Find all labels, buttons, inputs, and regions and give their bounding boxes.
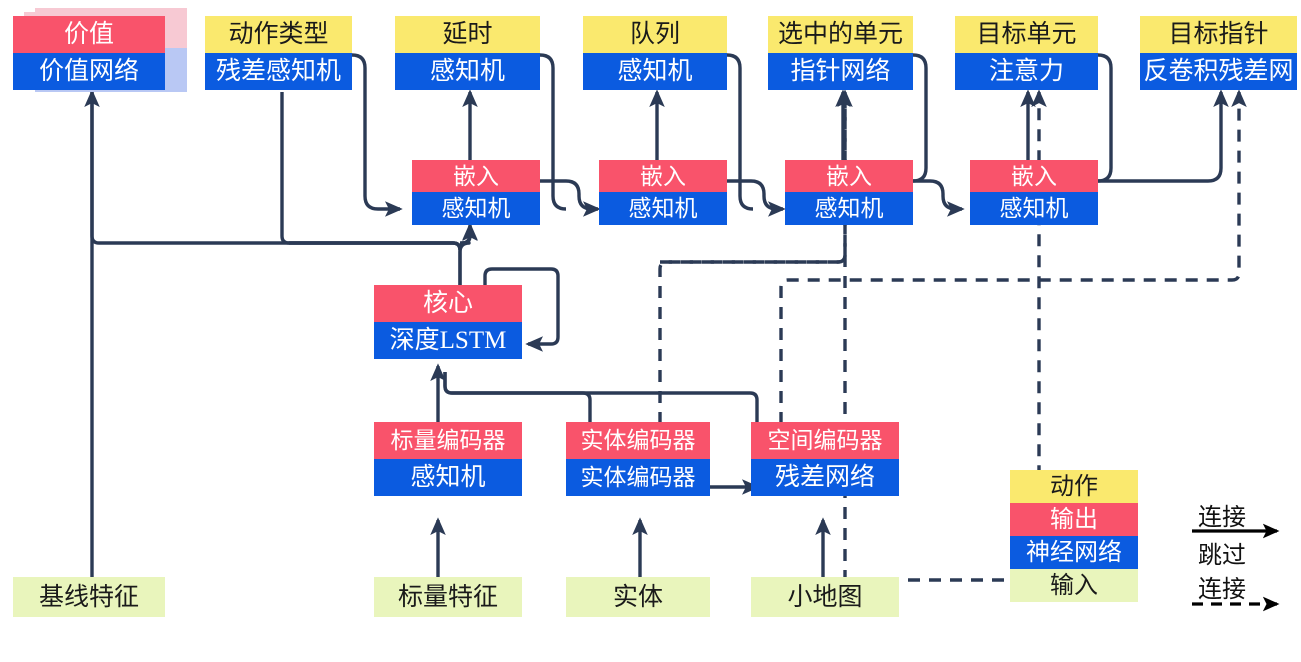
node-embed-2-output-label: 嵌入 <box>599 160 727 192</box>
input-minimap[interactable]: 小地图 <box>751 577 899 617</box>
node-embed-3-network-label: 感知机 <box>785 192 913 225</box>
node-core-output-label: 核心 <box>374 285 522 322</box>
node-embed-4[interactable]: 嵌入 感知机 <box>970 160 1098 225</box>
node-embed-3-output-label: 嵌入 <box>785 160 913 192</box>
node-spatial-encoder-output-label: 空间编码器 <box>751 422 899 459</box>
input-scalar-features-label: 标量特征 <box>374 577 522 617</box>
node-selected-units-network-label: 指针网络 <box>768 53 913 90</box>
node-entity-encoder-network-label: 实体编码器 <box>566 459 710 496</box>
node-entity-encoder-output-label: 实体编码器 <box>566 422 710 459</box>
node-embed-1-output-label: 嵌入 <box>412 160 540 192</box>
input-entities[interactable]: 实体 <box>566 577 710 617</box>
node-embed-4-network-label: 感知机 <box>970 192 1098 225</box>
node-selected-units-action-label: 选中的单元 <box>768 16 913 53</box>
node-embed-4-output-label: 嵌入 <box>970 160 1098 192</box>
legend-network-label: 神经网络 <box>1010 536 1138 569</box>
node-queue[interactable]: 队列 感知机 <box>583 16 727 92</box>
node-entity-encoder[interactable]: 实体编码器 实体编码器 <box>566 422 710 498</box>
legend-color-key: 动作 输出 神经网络 输入 <box>1010 470 1138 602</box>
node-value-network-label: 价值网络 <box>13 53 165 90</box>
node-target-point-network-label: 反卷积残差网 <box>1140 53 1297 90</box>
legend-output-label: 输出 <box>1010 503 1138 536</box>
node-target-unit-network-label: 注意力 <box>955 53 1098 90</box>
node-delay-action-label: 延时 <box>395 16 540 53</box>
node-embed-2[interactable]: 嵌入 感知机 <box>599 160 727 225</box>
node-target-point[interactable]: 目标指针 反卷积残差网 <box>1140 16 1297 92</box>
node-target-unit[interactable]: 目标单元 注意力 <box>955 16 1098 92</box>
node-value-output-label: 价值 <box>13 16 165 53</box>
input-minimap-label: 小地图 <box>751 577 899 617</box>
node-queue-network-label: 感知机 <box>583 53 727 90</box>
node-scalar-encoder[interactable]: 标量编码器 感知机 <box>374 422 522 498</box>
legend-action-label: 动作 <box>1010 470 1138 503</box>
input-scalar-features[interactable]: 标量特征 <box>374 577 522 617</box>
node-delay[interactable]: 延时 感知机 <box>395 16 540 92</box>
legend-skip-label-line2: 连接 <box>1198 577 1246 603</box>
node-core[interactable]: 核心 深度LSTM <box>374 285 522 361</box>
node-embed-2-network-label: 感知机 <box>599 192 727 225</box>
node-embed-1-network-label: 感知机 <box>412 192 540 225</box>
node-spatial-encoder[interactable]: 空间编码器 残差网络 <box>751 422 899 498</box>
node-action-type-network-label: 残差感知机 <box>205 53 352 90</box>
node-embed-1[interactable]: 嵌入 感知机 <box>412 160 540 225</box>
node-action-type[interactable]: 动作类型 残差感知机 <box>205 16 352 92</box>
node-embed-3[interactable]: 嵌入 感知机 <box>785 160 913 225</box>
input-baseline-features-label: 基线特征 <box>13 577 165 617</box>
node-scalar-encoder-network-label: 感知机 <box>374 459 522 496</box>
node-delay-network-label: 感知机 <box>395 53 540 90</box>
node-target-unit-action-label: 目标单元 <box>955 16 1098 53</box>
legend-skip-label-line1: 跳过 <box>1198 543 1246 569</box>
node-queue-action-label: 队列 <box>583 16 727 53</box>
node-spatial-encoder-network-label: 残差网络 <box>751 459 899 496</box>
node-value[interactable]: 价值 价值网络 <box>13 16 165 92</box>
node-selected-units[interactable]: 选中的单元 指针网络 <box>768 16 913 92</box>
node-core-network-label: 深度LSTM <box>374 322 522 359</box>
node-scalar-encoder-output-label: 标量编码器 <box>374 422 522 459</box>
legend-input-label: 输入 <box>1010 569 1138 602</box>
legend-connection-label: 连接 <box>1198 505 1246 531</box>
node-target-point-action-label: 目标指针 <box>1140 16 1297 53</box>
node-action-type-action-label: 动作类型 <box>205 16 352 53</box>
input-entities-label: 实体 <box>566 577 710 617</box>
input-baseline-features[interactable]: 基线特征 <box>13 577 165 617</box>
